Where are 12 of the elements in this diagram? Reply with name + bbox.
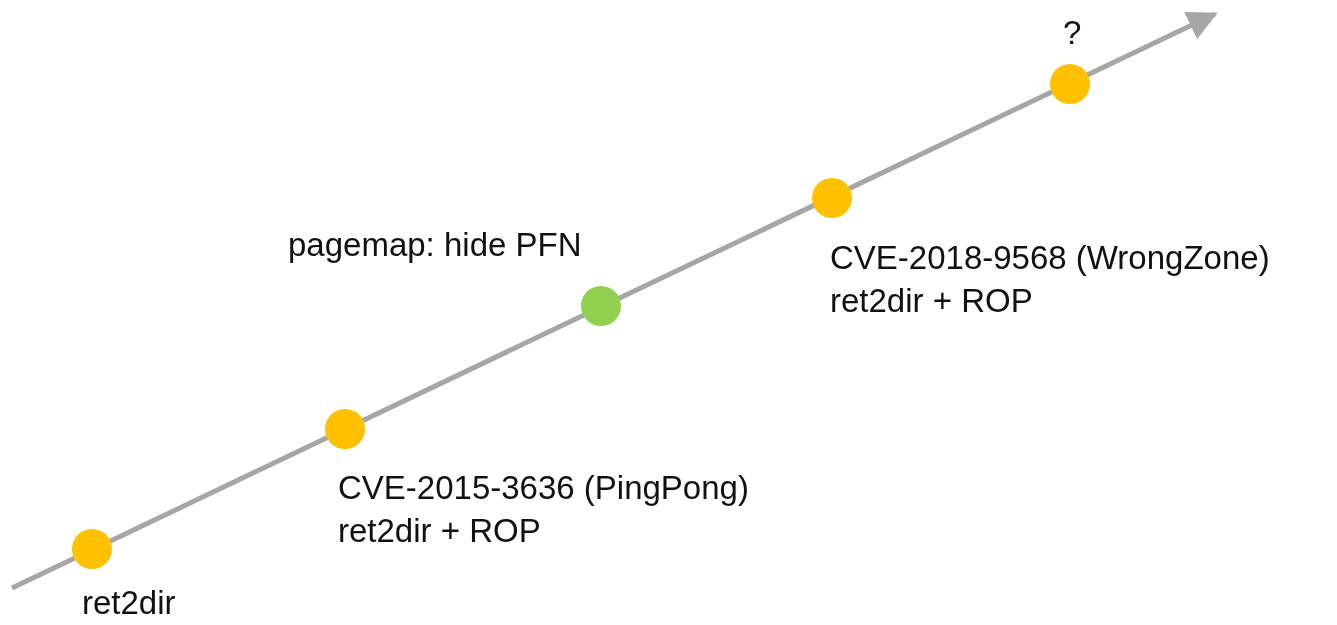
event-label: CVE-2015-3636 (PingPong) <box>338 469 749 507</box>
event-label: ret2dir + ROP <box>338 512 541 550</box>
event-label: ? <box>1063 14 1082 52</box>
event-dot <box>72 529 112 569</box>
event-dot <box>581 286 621 326</box>
event-dot <box>325 409 365 449</box>
event-label: ret2dir <box>82 584 176 622</box>
event-dot <box>1050 64 1090 104</box>
event-dot <box>812 178 852 218</box>
event-label: ret2dir + ROP <box>830 282 1033 320</box>
event-label: pagemap: hide PFN <box>288 226 582 264</box>
event-label: CVE-2018-9568 (WrongZone) <box>830 239 1270 277</box>
